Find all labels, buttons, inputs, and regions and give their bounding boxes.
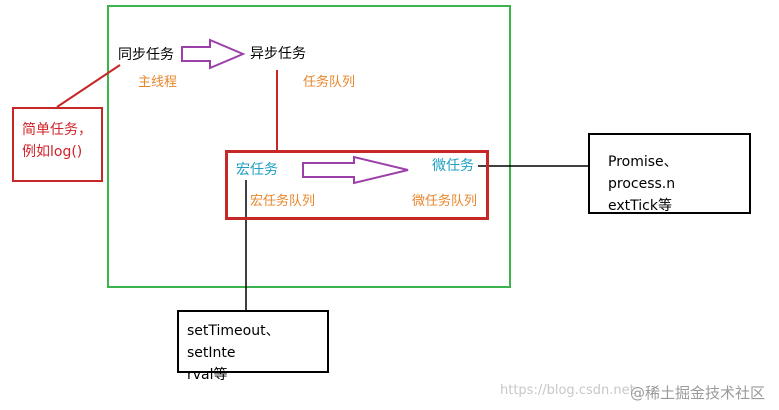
sync-task-label: 同步任务: [118, 47, 174, 63]
micro-examples-line1: Promise、process.n: [608, 154, 678, 192]
micro-examples-line2: extTick等: [608, 198, 672, 214]
macro-examples-note: setTimeout、setInte rval等: [177, 310, 329, 383]
macro-examples-line1: setTimeout、setInte: [187, 323, 280, 361]
macro-task-label: 宏任务: [236, 162, 278, 178]
watermark-url: https://blog.csdn.net: [500, 383, 635, 398]
task-queue-box: [225, 150, 489, 220]
micro-examples-note: Promise、process.n extTick等: [588, 133, 751, 214]
macro-examples-line2: rval等: [187, 367, 228, 383]
main-thread-container: [107, 5, 511, 288]
watermark-credit: @稀土掘金技术社区: [630, 384, 766, 402]
simple-task-note-line1: 简单任务，: [22, 122, 92, 138]
arrow-sync-to-async: [181, 38, 246, 70]
micro-queue-label: 微任务队列: [412, 194, 478, 209]
arrow-macro-to-micro: [302, 155, 409, 185]
simple-task-note: 简单任务， 例如log(): [12, 107, 103, 182]
main-thread-label: 主线程: [138, 75, 178, 90]
task-queue-label: 任务队列: [303, 75, 356, 90]
simple-task-note-line2: 例如log(): [22, 144, 83, 160]
macro-queue-label: 宏任务队列: [250, 194, 316, 209]
connector-sync-to-note: [56, 64, 121, 108]
async-task-label: 异步任务: [250, 46, 306, 62]
micro-task-label: 微任务: [432, 158, 474, 174]
